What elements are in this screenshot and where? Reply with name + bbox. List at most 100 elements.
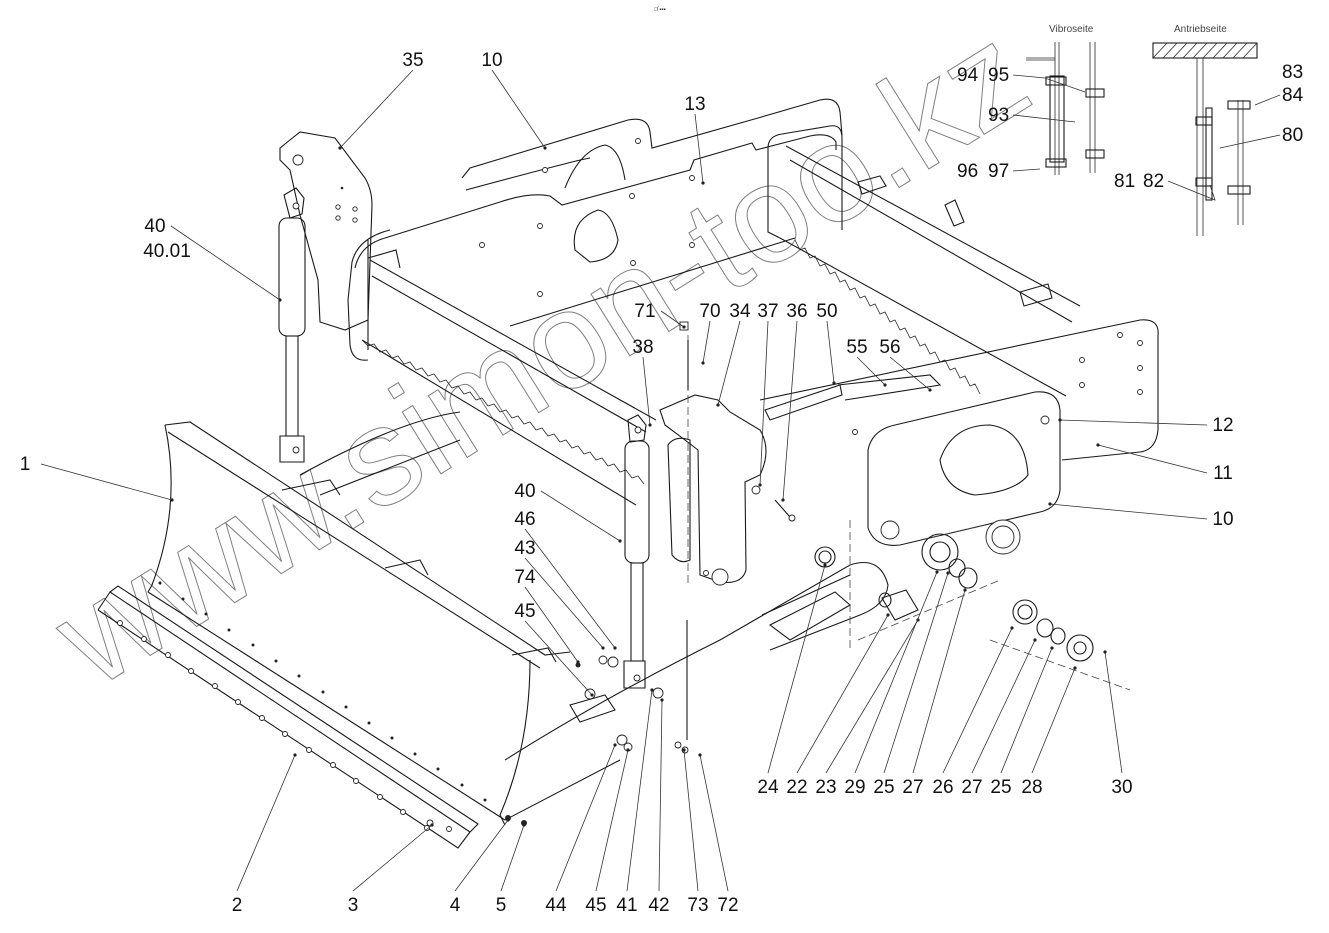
leader-arrowhead <box>1103 650 1107 654</box>
callout-4: 4 <box>450 895 461 916</box>
leader-line <box>1049 503 1208 520</box>
right-plate-holes <box>852 332 1143 435</box>
leader-line <box>702 320 711 364</box>
callout-45: 45 <box>585 895 606 916</box>
callout-74: 74 <box>514 567 536 588</box>
leader-arrowhead <box>650 688 654 692</box>
callout-10: 10 <box>1212 509 1233 530</box>
leader-line <box>717 320 741 406</box>
leader-line <box>555 744 616 892</box>
leader-arrowhead <box>338 146 342 150</box>
detail-view-vibroseite: Vibroseite <box>1026 24 1105 175</box>
leader-line <box>540 490 621 542</box>
callout-35: 35 <box>402 50 423 71</box>
callout-36: 36 <box>786 301 807 322</box>
leader-line <box>236 754 296 892</box>
leader-arrowhead <box>1096 443 1100 447</box>
callout-13: 13 <box>684 94 705 115</box>
cutting-edge <box>97 585 479 849</box>
callout-95: 95 <box>988 65 1009 86</box>
callout-41: 41 <box>616 895 637 916</box>
leader-arrowhead <box>648 423 652 427</box>
callout-38: 38 <box>632 337 653 358</box>
leader-arrowhead <box>1033 638 1037 642</box>
leader-arrowhead <box>506 818 510 822</box>
leader-line <box>889 356 931 391</box>
callout-5: 5 <box>496 895 507 916</box>
callout-82: 82 <box>1143 171 1164 192</box>
leader-line <box>767 564 826 774</box>
leader-arrowhead <box>618 539 622 543</box>
leader-line <box>759 320 769 486</box>
detail-title-vibroseite: Vibroseite <box>1049 24 1094 35</box>
leader-arrowhead <box>1050 646 1054 650</box>
leader-line <box>491 69 546 149</box>
callout-83: 83 <box>1282 62 1303 83</box>
leader-line <box>40 463 173 501</box>
callout-40: 40 <box>144 216 165 237</box>
leader-arrowhead <box>781 498 785 502</box>
callout-34: 34 <box>729 301 751 322</box>
blade <box>147 421 621 826</box>
leader-line <box>170 225 281 301</box>
leader-line <box>524 528 616 649</box>
leader-arrowhead <box>522 823 526 827</box>
leader-line <box>854 571 938 774</box>
callout-73: 73 <box>687 895 708 916</box>
small-parts <box>426 520 1131 827</box>
leader-line <box>856 356 886 386</box>
callout-55: 55 <box>846 337 867 358</box>
leader-arrowhead <box>626 748 630 752</box>
callout-25: 25 <box>990 777 1011 798</box>
detail-callouts: 94 95 93 96 97 83 84 80 81 82 <box>957 62 1304 201</box>
drawing-code: □̸ ▪▪▪ <box>654 7 666 13</box>
callout-72: 72 <box>717 895 738 916</box>
leader-arrowhead <box>1058 418 1062 422</box>
callout-50: 50 <box>816 301 837 322</box>
leader-line <box>595 749 629 892</box>
leader-arrowhead <box>543 146 547 150</box>
leader-line <box>660 310 685 328</box>
leader-arrowhead <box>590 693 594 697</box>
leader-line <box>683 749 699 892</box>
detail-title-antriebseite: Antriebseite <box>1174 24 1227 35</box>
leader-arrowhead <box>660 698 664 702</box>
callout-97: 97 <box>988 161 1009 182</box>
callout-42: 42 <box>648 895 669 916</box>
leader-arrowhead <box>613 743 617 747</box>
callout-46: 46 <box>514 509 535 530</box>
callout-56: 56 <box>879 337 900 358</box>
callout-40: 40 <box>514 481 535 502</box>
callout-45: 45 <box>514 601 535 622</box>
leader-line <box>524 557 604 649</box>
leader-arrowhead <box>935 570 939 574</box>
leader-arrowhead <box>682 748 686 752</box>
leader-line <box>699 754 729 892</box>
leader-line <box>796 614 889 774</box>
callout-94: 94 <box>957 65 979 86</box>
cutting-edge-holes <box>117 620 452 832</box>
leader-arrowhead <box>928 388 932 392</box>
leader-arrowhead <box>1048 502 1052 506</box>
leader-line <box>782 320 798 501</box>
leader-line <box>352 824 433 892</box>
callout-10: 10 <box>481 50 502 71</box>
frame-holes <box>479 138 695 297</box>
callout-29: 29 <box>844 777 865 798</box>
leader-line <box>500 824 525 892</box>
leader-arrowhead <box>832 381 836 385</box>
leader-arrowhead <box>698 753 702 757</box>
leader-line <box>454 819 509 892</box>
leader-line <box>1000 647 1053 774</box>
callout-96: 96 <box>957 161 978 182</box>
leader-line <box>694 113 704 184</box>
callout-22: 22 <box>786 777 807 798</box>
leader-arrowhead <box>701 181 705 185</box>
hydraulic-cylinder-left <box>278 187 306 463</box>
callout-80: 80 <box>1282 125 1303 146</box>
pivot-bracket <box>659 321 942 740</box>
blade-bolt-holes <box>158 581 487 802</box>
callout-27: 27 <box>961 777 982 798</box>
callout-40-01: 40.01 <box>143 241 191 262</box>
